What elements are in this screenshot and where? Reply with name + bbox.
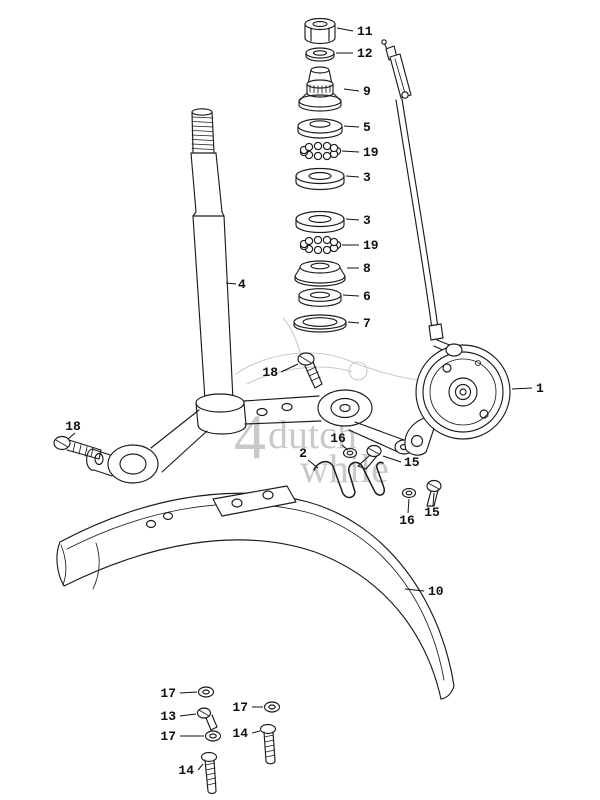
part-number-label: 17 xyxy=(232,700,248,715)
ball-retainer-lower xyxy=(299,235,342,255)
part-number-label: 6 xyxy=(363,289,371,304)
part-number-label: 16 xyxy=(330,431,346,446)
part-number-label: 11 xyxy=(357,24,373,39)
retainer-clip xyxy=(313,460,386,499)
leader-line xyxy=(307,459,319,469)
part-number-label: 2 xyxy=(299,446,307,461)
leader-line xyxy=(345,175,360,178)
dust-seal-washer xyxy=(293,314,347,333)
leader-line xyxy=(345,218,360,221)
part-number-label: 12 xyxy=(357,46,373,61)
part-number-label: 13 xyxy=(160,709,176,724)
leader-line xyxy=(280,363,299,373)
part-number-label: 19 xyxy=(363,238,379,253)
leader-line xyxy=(197,763,204,771)
leader-line xyxy=(343,125,360,128)
bolt-14-short xyxy=(259,723,277,765)
part-number-label: 4 xyxy=(238,277,246,292)
leader-line xyxy=(225,282,237,285)
ball-retainer-upper xyxy=(299,141,342,161)
bearing-race-upper xyxy=(295,167,345,191)
leader-line xyxy=(432,492,435,507)
bolt-14-long xyxy=(200,751,218,795)
part-number-label: 17 xyxy=(160,729,176,744)
part-number-label: 14 xyxy=(232,726,248,741)
leader-line xyxy=(347,321,360,324)
brake-cable-and-lever xyxy=(381,39,453,354)
leader-line xyxy=(179,691,198,694)
leader-line xyxy=(341,444,349,451)
leader-line xyxy=(341,150,360,153)
leader-line xyxy=(382,455,402,463)
part-labels-layer: 1112951933198674181182161516151017131714… xyxy=(65,24,544,778)
bolt-18-lower xyxy=(53,435,102,460)
part-number-label: 5 xyxy=(363,120,371,135)
stem-nut-washer xyxy=(305,47,335,62)
part-number-label: 14 xyxy=(178,763,194,778)
part-number-label: 18 xyxy=(65,419,81,434)
part-number-label: 17 xyxy=(160,686,176,701)
bolt-15-lower xyxy=(426,479,442,507)
leader-line xyxy=(67,432,76,440)
leader-line xyxy=(336,27,354,32)
steering-stem-nut xyxy=(304,17,336,45)
part-number-label: 10 xyxy=(428,584,444,599)
washer-17-a xyxy=(197,686,215,698)
leader-line xyxy=(407,498,410,514)
part-number-label: 3 xyxy=(363,213,371,228)
brake-panel xyxy=(404,343,511,456)
washer-17-c xyxy=(263,701,281,713)
leader-line xyxy=(342,294,360,297)
front-fender xyxy=(56,485,455,700)
part-number-label: 16 xyxy=(399,513,415,528)
washer-17-b xyxy=(204,730,222,742)
washer-16-lower xyxy=(401,487,417,499)
steering-head-top-cone xyxy=(298,66,342,112)
leader-line xyxy=(511,387,533,390)
leader-line xyxy=(251,730,261,734)
bolt-15-upper xyxy=(357,444,382,470)
part-number-label: 7 xyxy=(363,316,371,331)
bolt-18-upper xyxy=(297,352,323,389)
leader-line xyxy=(179,713,197,717)
part-number-label: 9 xyxy=(363,84,371,99)
steering-stem xyxy=(190,108,234,401)
bottom-race xyxy=(298,288,342,307)
bolt-13 xyxy=(196,707,218,731)
part-number-label: 15 xyxy=(404,455,420,470)
part-number-label: 19 xyxy=(363,145,379,160)
leader-line xyxy=(404,588,425,592)
part-number-label: 15 xyxy=(424,505,440,520)
part-number-label: 8 xyxy=(363,261,371,276)
washer-16-upper xyxy=(342,447,358,459)
leader-line xyxy=(343,88,360,92)
top-bearing-race xyxy=(297,118,343,139)
bearing-race-lower xyxy=(295,210,345,234)
part-number-label: 3 xyxy=(363,170,371,185)
part-number-label: 1 xyxy=(536,381,544,396)
ghost-handlebar-sketch xyxy=(235,317,433,385)
part-number-label: 18 xyxy=(262,365,278,380)
bottom-cone-race xyxy=(294,260,346,287)
